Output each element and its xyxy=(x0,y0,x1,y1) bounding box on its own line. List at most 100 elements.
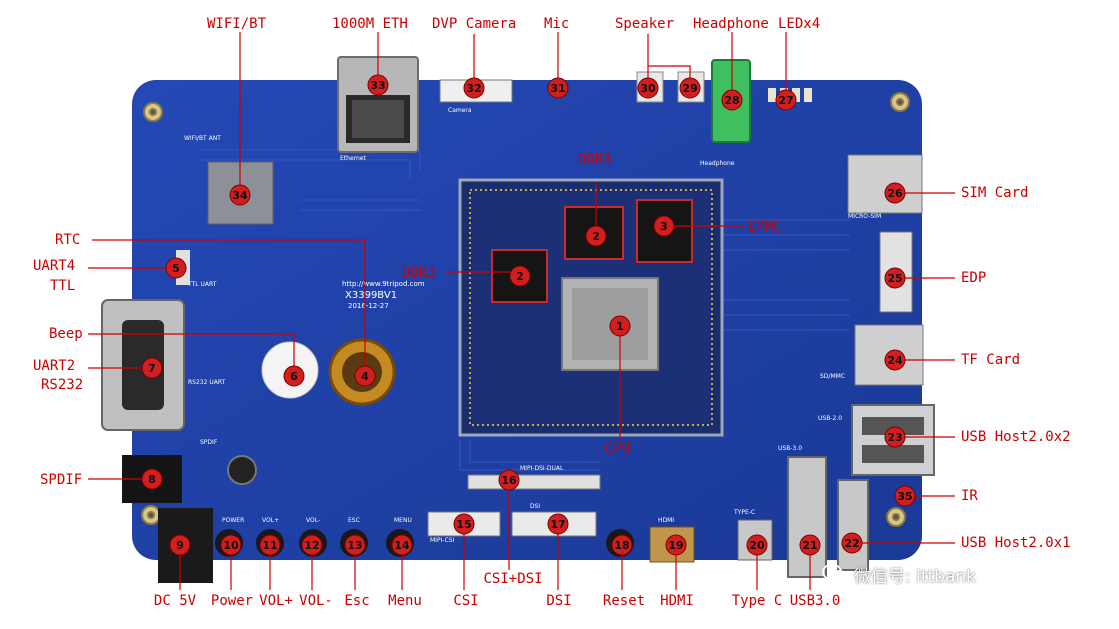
svg-text:4: 4 xyxy=(361,370,369,383)
label-emmc: EMMC xyxy=(748,219,782,235)
label-dvp-camera: DVP Camera xyxy=(432,16,517,32)
callout-badge-22: 22 xyxy=(841,532,863,554)
callout-badge-7: 7 xyxy=(141,357,163,379)
callout-badge-27: 27 xyxy=(775,89,797,111)
svg-text:1: 1 xyxy=(616,320,624,333)
csi-dsi-connector xyxy=(467,474,601,490)
silk-label: VOL- xyxy=(306,517,320,524)
label-usb3: USB3.0 xyxy=(789,593,841,609)
callout-lines xyxy=(88,32,955,590)
label-reset: Reset xyxy=(602,593,646,609)
svg-text:14: 14 xyxy=(394,539,410,552)
svg-text:2: 2 xyxy=(592,230,600,243)
svg-text:34: 34 xyxy=(232,189,248,202)
label-ddr3-top: DDR3 xyxy=(578,152,612,168)
svg-text:8: 8 xyxy=(148,473,156,486)
usb-host2-x1-port xyxy=(837,479,869,571)
silk-label: USB-3.0 xyxy=(778,445,802,452)
callout-badge-11: 11 xyxy=(259,534,281,556)
label-spdif: SPDIF xyxy=(40,472,83,488)
svg-text:23: 23 xyxy=(887,431,902,444)
svg-text:12: 12 xyxy=(304,539,319,552)
callout-badge-3: 3 xyxy=(653,215,675,237)
mounting-holes xyxy=(141,92,910,527)
callout-badge-14: 14 xyxy=(391,534,413,556)
silk-label: POWER xyxy=(222,517,244,524)
label-ddr3-left: DDR3 xyxy=(402,265,436,281)
label-csi: CSI xyxy=(453,593,479,609)
label-ir: IR xyxy=(961,488,978,504)
silkscreen-text: X3399BV1 2016-12-27 http://www.9tripod.c… xyxy=(342,280,425,310)
svg-text:27: 27 xyxy=(778,94,793,107)
callout-badge-6: 6 xyxy=(283,365,305,387)
callout-badge-29: 29 xyxy=(679,77,701,99)
callout-badge-23: 23 xyxy=(884,426,906,448)
label-volm: VOL- xyxy=(299,593,333,609)
svg-text:6: 6 xyxy=(290,370,298,383)
svg-text:22: 22 xyxy=(844,537,859,550)
svg-text:17: 17 xyxy=(550,518,565,531)
silk-label: SPDIF xyxy=(200,439,218,446)
svg-text:25: 25 xyxy=(887,272,902,285)
svg-text:11: 11 xyxy=(262,539,277,552)
label-cpu: CPU xyxy=(605,441,631,457)
silk-label: TTL UART xyxy=(187,281,217,288)
svg-text:28: 28 xyxy=(724,94,739,107)
callout-badge-31: 31 xyxy=(547,77,569,99)
callout-badge-24: 24 xyxy=(884,349,906,371)
label-rtc: RTC xyxy=(55,232,81,248)
watermark-text: 微信号: ittbank xyxy=(854,566,977,587)
label-speaker: Speaker xyxy=(615,16,675,32)
label-wifi-bt: WIFI/BT xyxy=(207,16,267,32)
label-uart4: UART4 xyxy=(33,258,76,274)
svg-text:35: 35 xyxy=(897,490,912,503)
label-rs232: RS232 xyxy=(41,377,84,393)
silk-label: Camera xyxy=(448,107,472,114)
callout-badge-21: 21 xyxy=(799,534,821,556)
svg-text:30: 30 xyxy=(640,82,656,95)
silk-url: http://www.9tripod.com xyxy=(342,280,425,288)
emmc-chip xyxy=(636,199,693,263)
svg-text:5: 5 xyxy=(172,262,180,275)
svg-text:13: 13 xyxy=(347,539,362,552)
label-uart2: UART2 xyxy=(33,358,76,374)
silk-label: ESC xyxy=(348,517,360,524)
label-headphone: Headphone xyxy=(693,16,769,32)
silk-label: TYPE-C xyxy=(733,509,755,516)
silk-label: RS232 UART xyxy=(188,379,226,386)
callout-badge-13: 13 xyxy=(344,534,366,556)
callout-badge-5: 5 xyxy=(165,257,187,279)
svg-text:9: 9 xyxy=(176,539,184,552)
svg-text:29: 29 xyxy=(682,82,697,95)
label-edp: EDP xyxy=(961,270,987,286)
silk-model: X3399BV1 xyxy=(345,290,397,301)
svg-text:2: 2 xyxy=(516,270,524,283)
svg-text:16: 16 xyxy=(501,474,517,487)
callout-badge-28: 28 xyxy=(721,89,743,111)
silk-label: DSI xyxy=(530,503,540,510)
svg-text:7: 7 xyxy=(148,362,156,375)
callout-badge-1: 1 xyxy=(609,315,631,337)
svg-text:24: 24 xyxy=(887,354,903,367)
svg-text:10: 10 xyxy=(223,539,239,552)
capacitor xyxy=(227,455,257,485)
callout-badge-9: 9 xyxy=(169,534,191,556)
svg-text:18: 18 xyxy=(614,539,629,552)
callout-badge-33: 33 xyxy=(367,74,389,96)
svg-text:20: 20 xyxy=(749,539,765,552)
label-dc-5v: DC 5V xyxy=(153,593,197,609)
label-dsi: DSI xyxy=(546,593,572,609)
sim-card-slot xyxy=(847,154,923,214)
callout-badge-26: 26 xyxy=(884,182,906,204)
silk-label: SD/MMC xyxy=(820,373,845,380)
label-type-c: Type C xyxy=(731,593,783,609)
silk-labels: WIFI/BT ANTEthernetCameraHeadphoneMICRO-… xyxy=(184,107,881,544)
callout-badge-25: 25 xyxy=(884,267,906,289)
callout-badge-10: 10 xyxy=(220,534,242,556)
callout-badge-15: 15 xyxy=(453,513,475,535)
silk-label: VOL+ xyxy=(262,517,279,524)
silk-label: MICRO-SIM xyxy=(848,213,881,220)
label-beep: Beep xyxy=(49,326,83,342)
silk-label: Ethernet xyxy=(340,155,366,162)
